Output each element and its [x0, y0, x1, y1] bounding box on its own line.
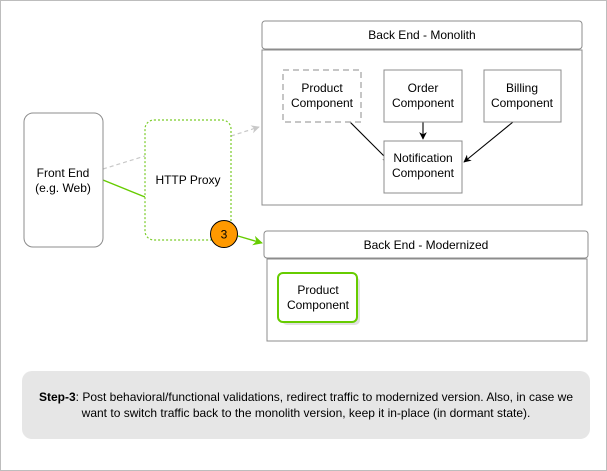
- monolith-billing-line1: Billing: [506, 81, 538, 95]
- edge-proxy-to-monolith: [230, 125, 260, 137]
- step-note: Step-3: Post behavioral/functional valid…: [22, 371, 590, 439]
- front-end-label-line2: (e.g. Web): [35, 181, 91, 195]
- http-proxy-label: HTTP Proxy: [155, 173, 220, 187]
- monolith-billing-line2: Component: [491, 96, 554, 110]
- modernized-header: [263, 230, 589, 259]
- modernized-product-node: Product Component: [277, 272, 360, 325]
- modernized-product-line1: Product: [297, 283, 339, 297]
- step-note-body: : Post behavioral/functional validations…: [75, 390, 574, 420]
- monolith-title: Back End - Monolith: [368, 28, 475, 42]
- step-marker-label: 3: [221, 228, 228, 242]
- edge-billing-to-notification: [463, 121, 514, 163]
- modernized-product-box: [277, 272, 358, 323]
- monolith-notification-line1: Notification: [393, 151, 452, 165]
- edges: [102, 121, 514, 246]
- modernized-title: Back End - Modernized: [364, 238, 489, 252]
- monolith-product-line1: Product: [301, 81, 343, 95]
- edge-proxy-to-modernized: [237, 235, 263, 246]
- monolith-order-line2: Component: [392, 96, 455, 110]
- monolith-product-line2: Component: [291, 96, 354, 110]
- front-end-label-line1: Front End: [37, 166, 90, 180]
- step-marker-circle: [210, 220, 238, 248]
- edge-frontend-to-proxy-active: [102, 179, 146, 198]
- modernized-product-line2: Component: [287, 298, 350, 312]
- monolith-product-box: [282, 69, 362, 123]
- front-end-node: Front End (e.g. Web): [23, 112, 104, 248]
- monolith-header: [261, 20, 583, 50]
- monolith-order-node: Order Component: [383, 69, 463, 123]
- monolith-notification-line2: Component: [392, 166, 455, 180]
- monolith-notification-node: Notification Component: [383, 140, 463, 194]
- step-marker: 3: [210, 220, 238, 248]
- front-end-box: [23, 112, 104, 248]
- monolith-product-node: Product Component: [282, 69, 362, 123]
- http-proxy-node: HTTP Proxy: [144, 119, 232, 241]
- step-note-label: Step-3: [38, 390, 76, 404]
- edge-product-to-notification: [349, 121, 391, 163]
- step-note-text: Step-3: Post behavioral/functional valid…: [30, 389, 582, 421]
- monolith-notification-box: [383, 140, 463, 194]
- http-proxy-box: [144, 119, 232, 241]
- monolith-billing-node: Billing Component: [483, 69, 562, 123]
- monolith-order-box: [383, 69, 463, 123]
- monolith-billing-box: [483, 69, 562, 123]
- edge-frontend-to-proxy-legacy: [102, 155, 146, 170]
- monolith-order-line1: Order: [408, 81, 439, 95]
